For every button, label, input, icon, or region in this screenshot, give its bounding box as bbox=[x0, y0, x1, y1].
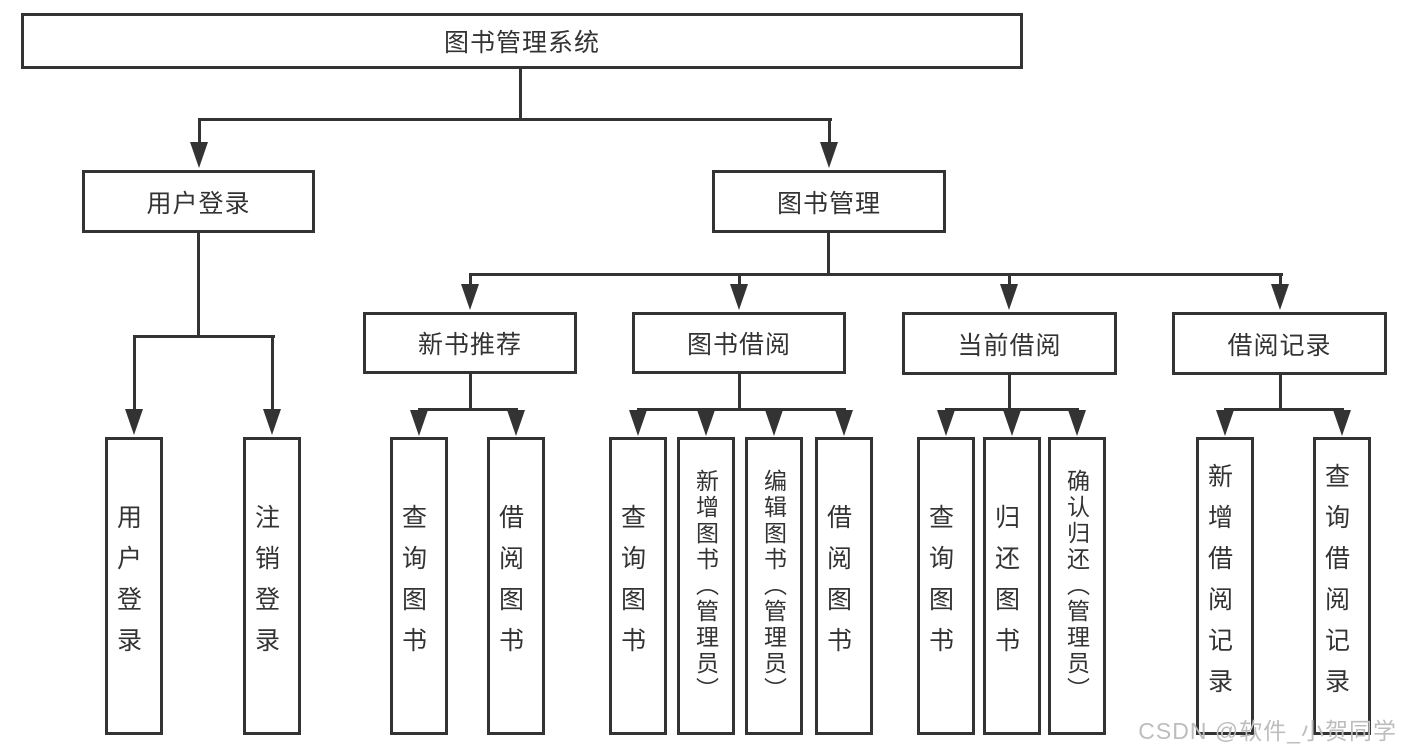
connector-line bbox=[418, 408, 518, 411]
node-root-system: 图书管理系统 bbox=[21, 13, 1023, 69]
leaf-confirm-return-admin: 确认归还（管理员） bbox=[1048, 437, 1106, 735]
connector-line bbox=[469, 273, 1283, 276]
arrow-down-icon bbox=[1333, 410, 1351, 436]
leaf-label: 确认归还（管理员） bbox=[1063, 469, 1090, 703]
connector-line bbox=[945, 408, 1079, 411]
node-borrow-records: 借阅记录 bbox=[1172, 312, 1387, 375]
leaf-label: 注销登录 bbox=[251, 504, 280, 668]
leaf-query-book-current: 查询图书 bbox=[917, 437, 975, 735]
leaf-label: 归还图书 bbox=[991, 504, 1020, 668]
connector-line bbox=[1008, 273, 1011, 288]
leaf-return-book: 归还图书 bbox=[983, 437, 1041, 735]
leaf-label: 查询图书 bbox=[398, 504, 427, 668]
node-label: 借阅记录 bbox=[1227, 331, 1332, 360]
arrow-down-icon bbox=[1068, 410, 1086, 436]
leaf-query-borrow-record: 查询借阅记录 bbox=[1313, 437, 1371, 735]
arrow-down-icon bbox=[820, 142, 838, 168]
leaf-edit-book-admin: 编辑图书（管理员） bbox=[745, 437, 803, 735]
leaf-label: 借阅图书 bbox=[495, 504, 524, 668]
leaf-label: 用户登录 bbox=[113, 504, 142, 668]
arrow-down-icon bbox=[1271, 284, 1289, 310]
arrow-down-icon bbox=[1216, 410, 1234, 436]
node-label: 图书管理系统 bbox=[443, 29, 600, 57]
leaf-label: 查询图书 bbox=[925, 504, 954, 668]
connector-line bbox=[827, 233, 830, 276]
leaf-label: 查询借阅记录 bbox=[1321, 463, 1350, 709]
leaf-query-book-recommend: 查询图书 bbox=[390, 437, 448, 735]
arrow-down-icon bbox=[730, 284, 748, 310]
node-book-management: 图书管理 bbox=[712, 170, 946, 233]
arrow-down-icon bbox=[190, 142, 208, 168]
node-label: 图书管理 bbox=[776, 189, 881, 218]
connector-line bbox=[469, 273, 472, 288]
arrow-down-icon bbox=[1000, 284, 1018, 310]
node-user-login: 用户登录 bbox=[82, 170, 315, 233]
arrow-down-icon bbox=[410, 410, 428, 436]
leaf-add-borrow-record: 新增借阅记录 bbox=[1196, 437, 1254, 735]
connector-line bbox=[738, 374, 741, 411]
connector-line bbox=[198, 118, 201, 146]
leaf-borrow-book-recommend: 借阅图书 bbox=[487, 437, 545, 735]
node-label: 用户登录 bbox=[146, 189, 251, 218]
node-label: 图书借阅 bbox=[686, 331, 791, 359]
csdn-watermark: CSDN @软件_小贺同学 bbox=[1138, 718, 1397, 744]
arrow-down-icon bbox=[461, 284, 479, 310]
arrow-down-icon bbox=[937, 410, 955, 436]
connector-line bbox=[1279, 273, 1282, 288]
node-new-book-recommend: 新书推荐 bbox=[363, 312, 577, 374]
connector-line bbox=[519, 69, 522, 121]
leaf-label: 编辑图书（管理员） bbox=[760, 469, 787, 703]
node-label: 当前借阅 bbox=[957, 331, 1062, 360]
leaf-user-login: 用户登录 bbox=[105, 437, 163, 735]
arrow-down-icon bbox=[263, 409, 281, 435]
connector-line bbox=[133, 335, 275, 338]
connector-line bbox=[197, 233, 200, 338]
connector-line bbox=[828, 118, 831, 146]
leaf-query-book-borrow: 查询图书 bbox=[609, 437, 667, 735]
arrow-down-icon bbox=[125, 409, 143, 435]
node-label: 新书推荐 bbox=[417, 331, 522, 359]
leaf-add-book-admin: 新增图书（管理员） bbox=[677, 437, 735, 735]
leaf-label: 新增图书（管理员） bbox=[692, 469, 719, 703]
connector-line bbox=[1224, 408, 1344, 411]
connector-line bbox=[637, 408, 846, 411]
node-book-borrow: 图书借阅 bbox=[632, 312, 846, 374]
arrow-down-icon bbox=[697, 410, 715, 436]
leaf-label: 借阅图书 bbox=[823, 504, 852, 668]
connector-line bbox=[469, 374, 472, 411]
node-current-borrow: 当前借阅 bbox=[902, 312, 1117, 375]
leaf-logout: 注销登录 bbox=[243, 437, 301, 735]
leaf-label: 新增借阅记录 bbox=[1204, 463, 1233, 709]
arrow-down-icon bbox=[835, 410, 853, 436]
connector-line bbox=[133, 335, 136, 411]
arrow-down-icon bbox=[507, 410, 525, 436]
connector-line bbox=[198, 118, 832, 121]
connector-line bbox=[271, 335, 274, 411]
arrow-down-icon bbox=[629, 410, 647, 436]
leaf-borrow-book: 借阅图书 bbox=[815, 437, 873, 735]
arrow-down-icon bbox=[765, 410, 783, 436]
arrow-down-icon bbox=[1003, 410, 1021, 436]
connector-line bbox=[1279, 375, 1282, 411]
connector-line bbox=[1008, 375, 1011, 411]
connector-line bbox=[738, 273, 741, 288]
leaf-label: 查询图书 bbox=[617, 504, 646, 668]
